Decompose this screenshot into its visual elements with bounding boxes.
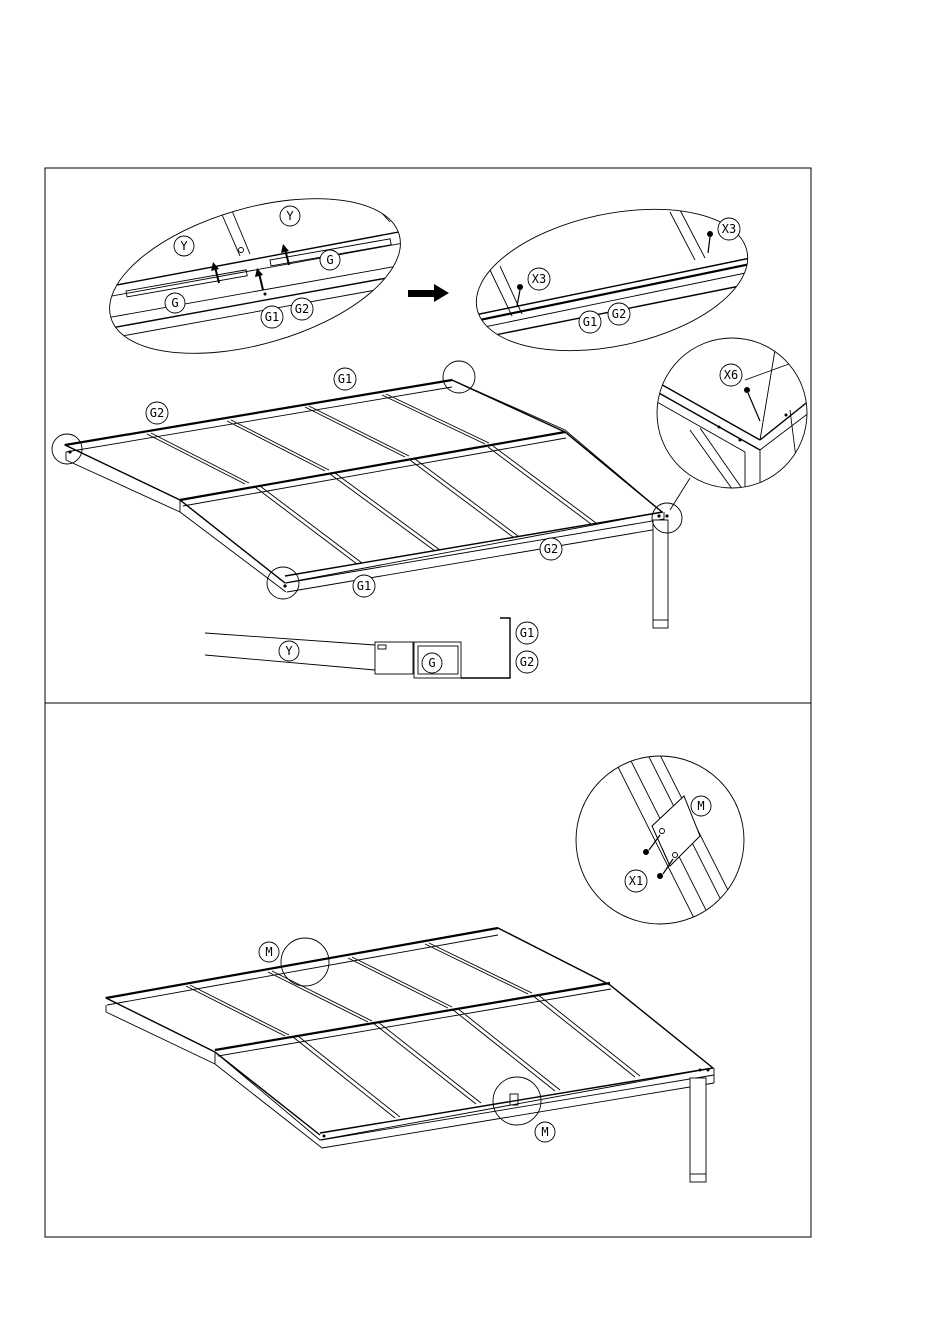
label-g1: G1 bbox=[516, 622, 538, 644]
svg-text:G2: G2 bbox=[612, 307, 626, 321]
label-x3: X3 bbox=[718, 218, 740, 240]
svg-text:Y: Y bbox=[286, 209, 294, 223]
label-m: M bbox=[535, 1122, 555, 1142]
svg-text:G: G bbox=[171, 296, 178, 310]
label-g2: G2 bbox=[146, 402, 168, 424]
label-g2: G2 bbox=[608, 303, 630, 325]
label-m: M bbox=[691, 796, 711, 816]
svg-text:X1: X1 bbox=[629, 874, 643, 888]
arrow-right-icon bbox=[408, 284, 449, 302]
label-y: Y bbox=[174, 236, 194, 256]
roof-structure-b bbox=[106, 928, 714, 1182]
svg-text:X6: X6 bbox=[724, 368, 738, 382]
label-g1: G1 bbox=[579, 311, 601, 333]
arrow-up-icon bbox=[211, 262, 219, 283]
label-g1: G1 bbox=[353, 575, 375, 597]
screw-icon bbox=[517, 284, 523, 306]
svg-text:M: M bbox=[541, 1125, 548, 1139]
detail-screw-x3 bbox=[463, 187, 760, 373]
step-a: Y Y G G G1 G2 X3 X3 G1 G2 X6 G1 G2 G2 G1… bbox=[52, 169, 810, 678]
svg-text:G1: G1 bbox=[265, 310, 279, 324]
label-g: G bbox=[422, 653, 442, 673]
section-y-g-profile bbox=[205, 618, 510, 678]
svg-text:G2: G2 bbox=[544, 542, 558, 556]
label-x1: X1 bbox=[625, 870, 647, 892]
label-g: G bbox=[165, 293, 185, 313]
screw-icon bbox=[707, 231, 713, 253]
svg-text:G1: G1 bbox=[338, 372, 352, 386]
svg-text:X3: X3 bbox=[532, 272, 546, 286]
screw-icon bbox=[744, 387, 760, 421]
label-y: Y bbox=[280, 206, 300, 226]
label-x6: X6 bbox=[720, 364, 742, 386]
svg-text:M: M bbox=[697, 799, 704, 813]
svg-text:X3: X3 bbox=[722, 222, 736, 236]
svg-text:M: M bbox=[265, 945, 272, 959]
label-g1: G1 bbox=[261, 306, 283, 328]
svg-text:Y: Y bbox=[180, 239, 188, 253]
callout-leader bbox=[670, 478, 690, 510]
svg-text:G1: G1 bbox=[520, 626, 534, 640]
arrow-up-icon bbox=[255, 268, 263, 290]
detail-insert-g-strip bbox=[90, 169, 420, 382]
screw-icon bbox=[657, 859, 673, 879]
label-g2: G2 bbox=[540, 538, 562, 560]
svg-text:G1: G1 bbox=[357, 579, 371, 593]
label-g2: G2 bbox=[516, 651, 538, 673]
svg-text:Y: Y bbox=[285, 644, 293, 658]
label-g: G bbox=[320, 250, 340, 270]
svg-text:G2: G2 bbox=[520, 655, 534, 669]
label-g2: G2 bbox=[291, 298, 313, 320]
svg-text:G1: G1 bbox=[583, 315, 597, 329]
svg-text:G: G bbox=[326, 253, 333, 267]
svg-text:G2: G2 bbox=[295, 302, 309, 316]
label-x3: X3 bbox=[528, 268, 550, 290]
detail-bracket-m bbox=[576, 755, 748, 930]
svg-text:G2: G2 bbox=[150, 406, 164, 420]
step-b: M X1 M M bbox=[106, 755, 748, 1182]
label-m: M bbox=[259, 942, 279, 962]
label-y: Y bbox=[279, 641, 299, 661]
label-g1: G1 bbox=[334, 368, 356, 390]
svg-text:G: G bbox=[428, 656, 435, 670]
